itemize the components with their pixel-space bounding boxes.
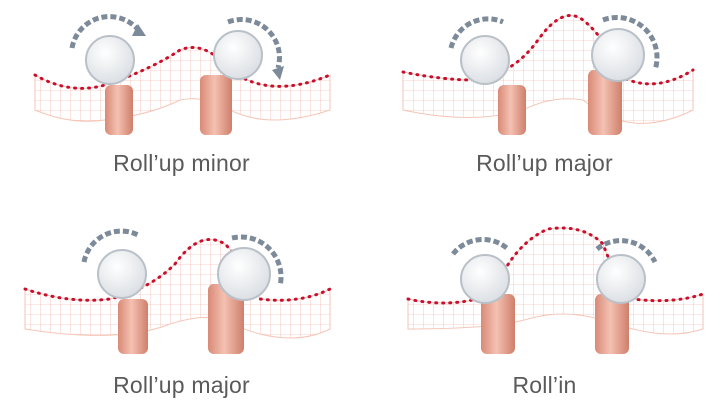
ball-icon — [460, 35, 510, 85]
rotation-arrow-icon — [69, 14, 143, 49]
rotation-arrow-icon — [81, 228, 142, 263]
ball-icon — [97, 249, 147, 299]
rotation-arrow-icon — [227, 17, 282, 69]
roller-icon — [208, 234, 284, 354]
panel-caption: Roll’up major — [113, 372, 250, 398]
skin-surface-dots — [401, 14, 695, 86]
roller-icon — [595, 238, 658, 354]
panel-rollin: Roll’in — [363, 204, 726, 408]
rollin-illustration — [406, 226, 705, 354]
panel-rollup-major: Roll’up major — [363, 0, 726, 204]
rotation-arrow-icon — [595, 238, 658, 264]
roller-icon — [69, 14, 146, 135]
skin-surface-dots — [33, 46, 332, 90]
panel-rollup-major-2: Roll’up major — [0, 204, 363, 408]
rollup-major-illustration-2 — [23, 228, 332, 354]
roller-icon — [451, 237, 515, 354]
rotation-arrow-icon — [231, 234, 284, 287]
roller-icon — [200, 17, 284, 135]
rotation-arrow-icon — [448, 16, 504, 49]
panel-caption: Roll’up major — [476, 150, 613, 176]
ball-icon — [213, 30, 263, 80]
rollup-major-illustration — [401, 14, 695, 135]
ball-icon — [460, 254, 510, 304]
ball-icon — [217, 247, 271, 301]
roller-icon — [448, 16, 526, 135]
skin-fold — [34, 47, 331, 122]
panel-caption: Roll’up minor — [113, 150, 250, 176]
panel-caption: Roll’in — [512, 372, 577, 398]
ball-icon — [85, 35, 135, 85]
ball-icon — [591, 28, 645, 82]
rollup-minor-illustration — [33, 14, 332, 135]
rotation-arrow-icon — [451, 237, 510, 256]
roller-icon — [81, 228, 148, 354]
ball-icon — [596, 254, 646, 304]
roller-icon — [588, 14, 660, 135]
rotation-arrow-icon — [602, 14, 660, 71]
skin-fold — [24, 239, 331, 339]
panel-rollup-minor: Roll’up minor — [0, 0, 363, 204]
skin-fold — [407, 227, 704, 335]
